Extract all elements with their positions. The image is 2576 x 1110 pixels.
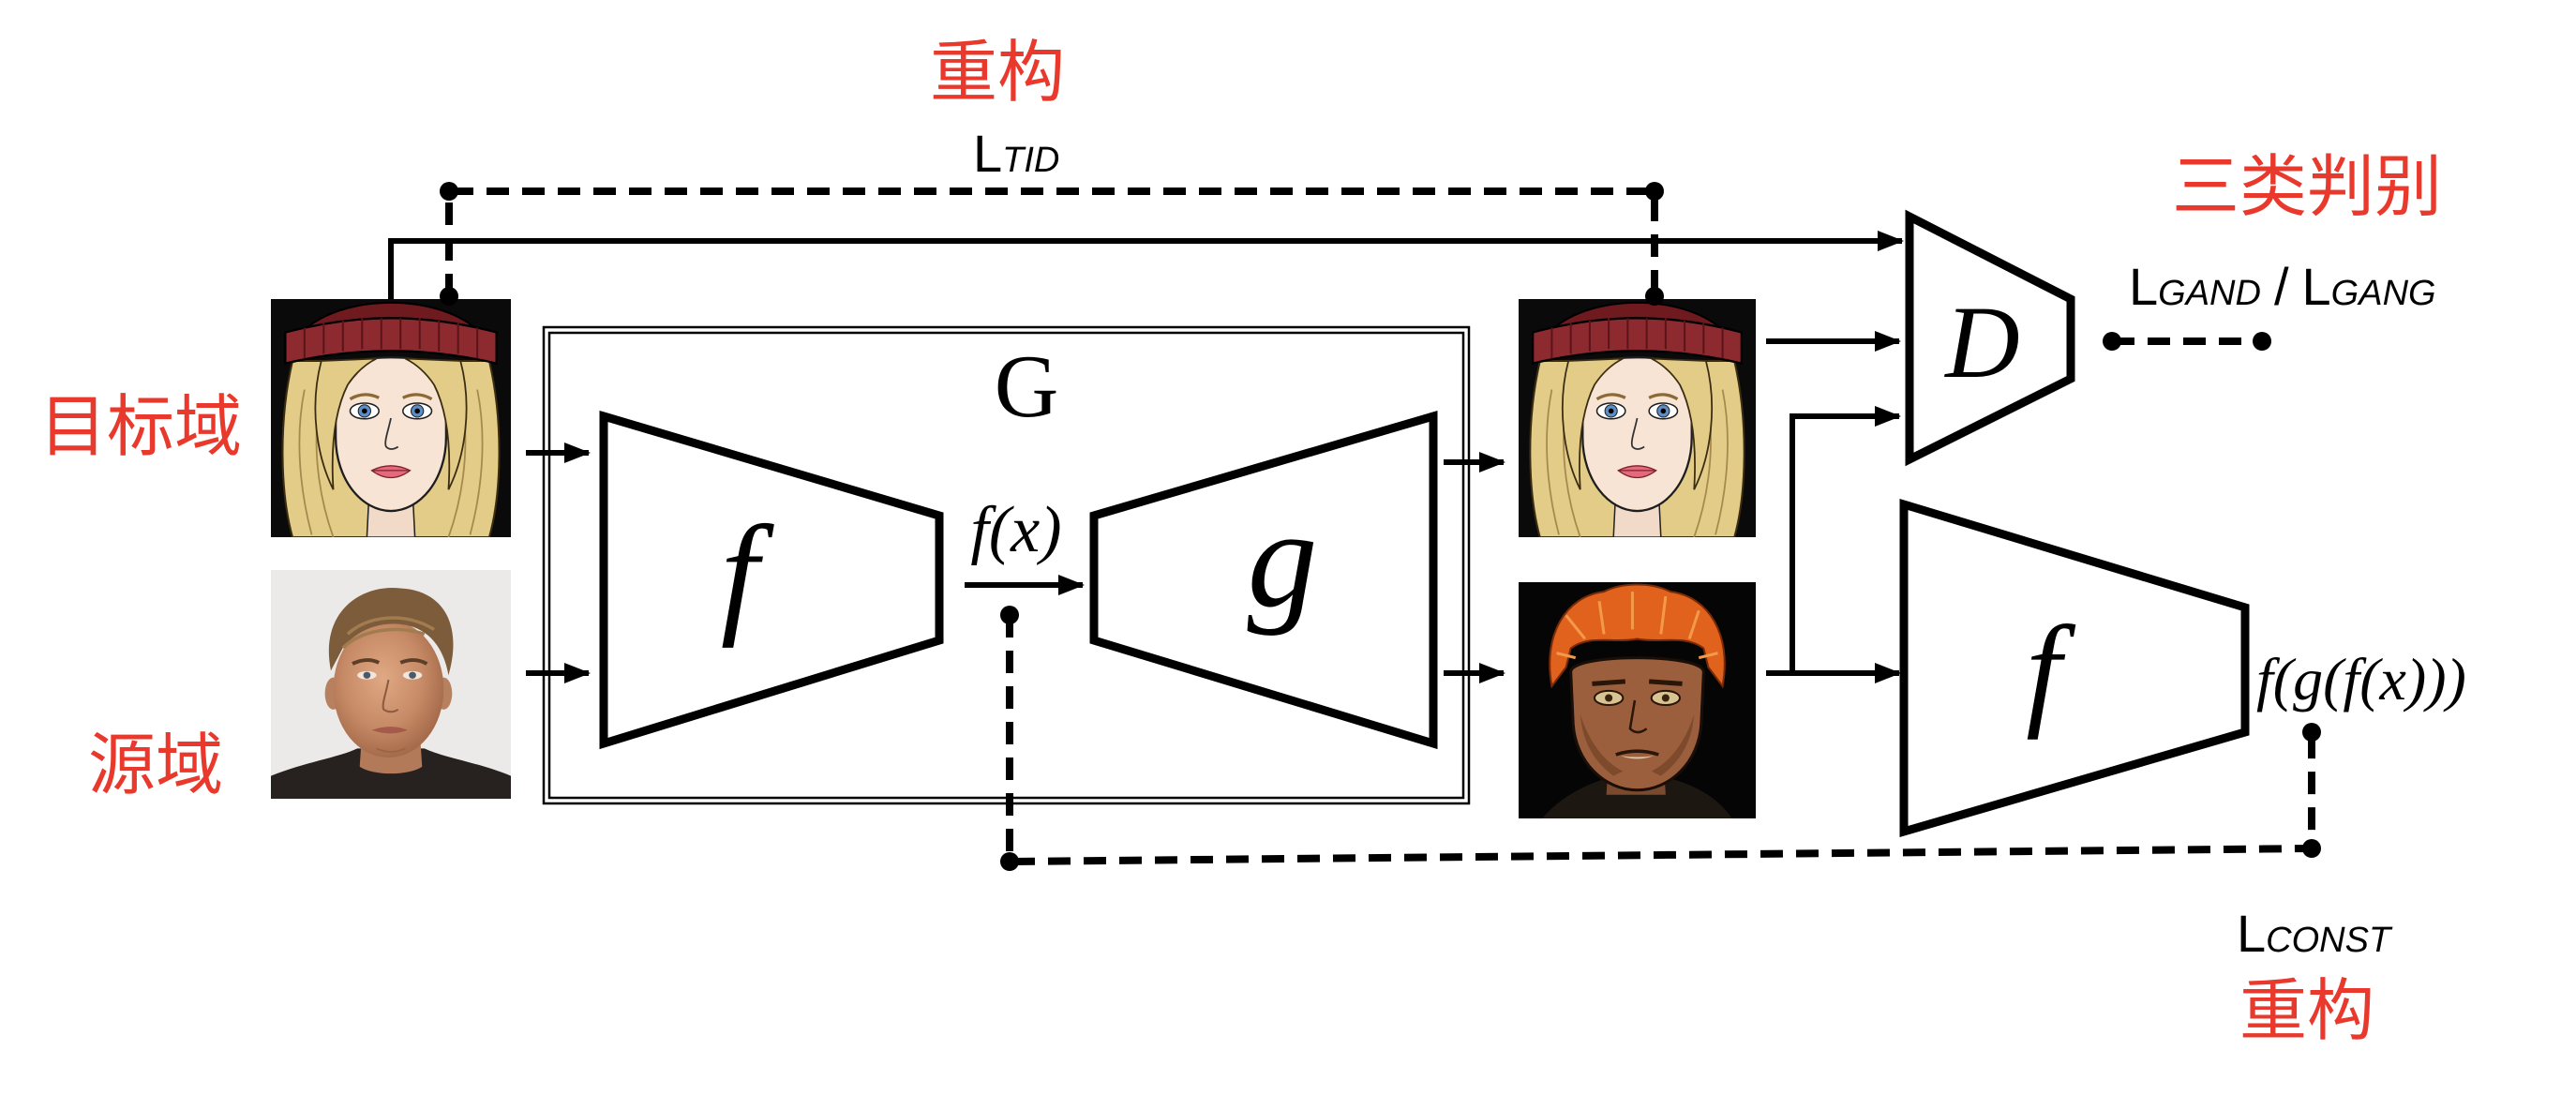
discriminator-d-block [1905, 209, 2075, 467]
decoder-g-label: g [1248, 481, 1318, 637]
second-encoder-f-block [1899, 498, 2250, 837]
arrow-target-to-discriminator [388, 231, 1904, 299]
tid-dot [1645, 287, 1664, 306]
tid-dot [440, 287, 458, 306]
arrow-generated-cartoon-to-discriminator [1790, 406, 1901, 673]
loss-subscript: GANG [2331, 274, 2436, 313]
loss-symbol: L [2129, 257, 2158, 316]
loss-subscript: CONST [2266, 921, 2393, 960]
tid-dot [1645, 182, 1664, 201]
target-domain-label: 目标域 [39, 387, 242, 466]
const-dot [1000, 606, 1019, 624]
const-dot [2302, 723, 2321, 742]
loss-symbol: L [2302, 257, 2331, 316]
gan-dot [2103, 332, 2121, 351]
const-loss-dashed-link [1006, 615, 2315, 866]
tid-dot [440, 182, 458, 201]
target-domain-face-image [271, 299, 511, 537]
loss-symbol: L [2237, 904, 2266, 963]
source-domain-face-photo [271, 570, 511, 799]
source-domain-label: 源域 [88, 726, 223, 804]
generator-label: G [995, 337, 1059, 436]
decoder-g-block [1089, 410, 1438, 750]
discriminator-d-label: D [1943, 285, 2019, 399]
const-dot [1000, 852, 1019, 871]
encoder-f-block [599, 410, 944, 750]
generated-target-face-image [1519, 299, 1756, 537]
tid-loss-label: LTID [973, 124, 1059, 183]
const-loss-label: LCONST [2237, 904, 2393, 963]
loss-subscript: TID [1002, 141, 1059, 180]
three-class-discrimination-label: 三类判别 [2172, 147, 2442, 226]
reconstruction-label-bottom: 重构 [2239, 971, 2374, 1050]
gan-dot [2253, 332, 2271, 351]
tid-loss-dashed-link [445, 188, 1658, 296]
generated-source-cartoon-image [1519, 582, 1756, 818]
reconstruction-label-top: 重构 [930, 33, 1065, 112]
reencoded-label: f(g(f(x))) [2256, 646, 2466, 712]
loss-subscript: GAND [2158, 274, 2261, 313]
const-dot [2302, 839, 2321, 858]
gan-loss-label: LGAND/LGANG [2129, 257, 2436, 316]
loss-symbol: L [973, 124, 1002, 183]
encoded-fx-label: f(x) [970, 494, 1061, 566]
loss-separator: / [2274, 257, 2289, 316]
